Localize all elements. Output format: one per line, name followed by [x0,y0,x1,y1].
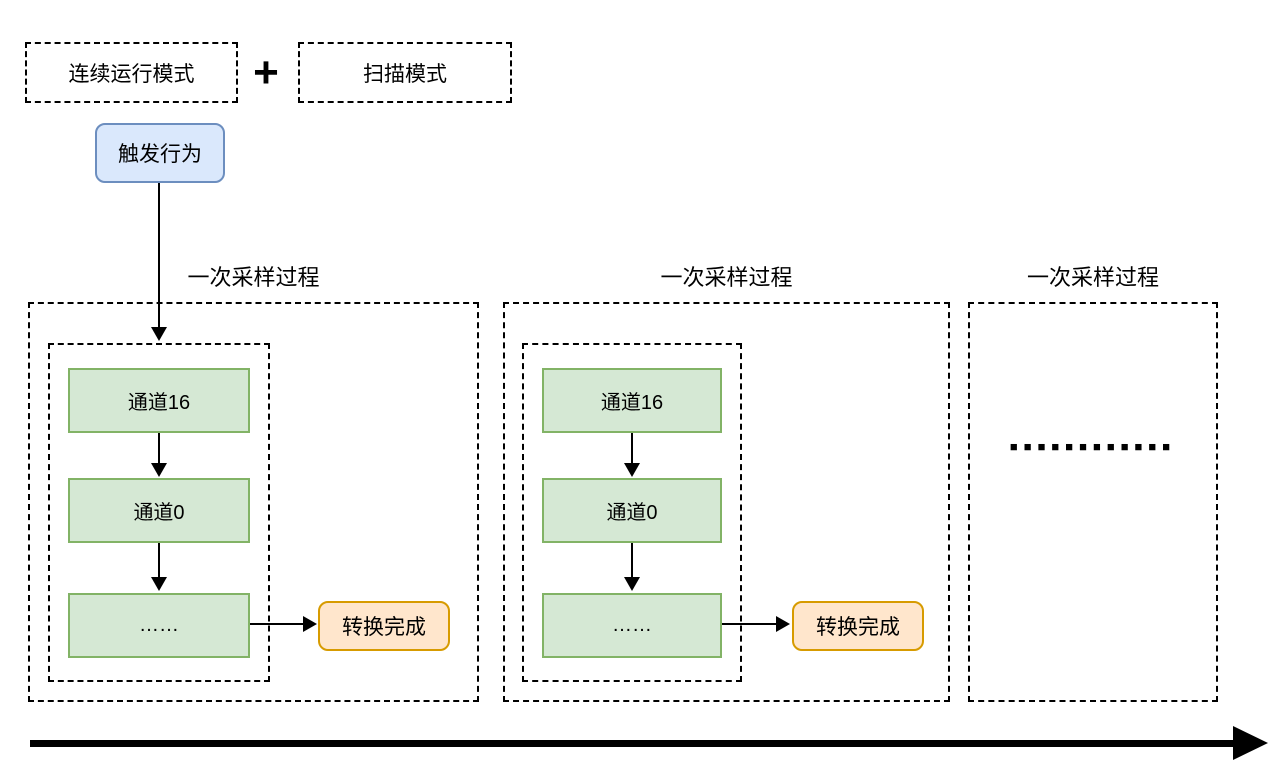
ellipsis-dots: ■■■■■■■■■■■■ [1009,439,1177,454]
trigger-arrow-line [158,183,160,328]
right-arrow-head-icon [303,616,317,632]
channel-box-16: 通道16 [68,368,250,433]
trigger-box: 触发行为 [95,123,225,183]
right-arrow-head-icon [776,616,790,632]
mode-box-scan-label: 扫描模式 [363,62,447,86]
process-outer-box [968,302,1218,702]
right-arrow-line [250,623,304,625]
timeline-arrow-line [30,740,1234,747]
trigger-box-label: 触发行为 [118,143,202,166]
process-outer-box [28,302,479,702]
conversion-done-box: 转换完成 [318,601,450,651]
channel-box-more: …… [68,593,250,658]
block-title: 一次采样过程 [660,265,793,290]
down-arrow-head-icon [624,577,640,591]
channel-box-0: 通道0 [68,478,250,543]
down-arrow-line [631,543,633,578]
right-arrow-line [722,623,777,625]
channel-box-0: 通道0 [542,478,722,543]
process-outer-box [503,302,950,702]
conversion-done-box: 转换完成 [792,601,924,651]
mode-box-continuous-label: 连续运行模式 [68,62,195,86]
block-title: 一次采样过程 [1026,265,1159,290]
channel-box-more: …… [542,593,722,658]
channel-group-box [522,343,742,682]
block-title: 一次采样过程 [187,265,320,290]
trigger-arrow-head-icon [151,327,167,341]
channel-box-16: 通道16 [542,368,722,433]
plus-icon: + [253,47,279,97]
timeline-arrow-head-icon [1233,726,1268,760]
down-arrow-head-icon [624,463,640,477]
channel-group-box [48,343,270,682]
down-arrow-head-icon [151,577,167,591]
down-arrow-line [631,433,633,464]
down-arrow-line [158,543,160,578]
mode-box-continuous: 连续运行模式 [25,42,238,103]
down-arrow-line [158,433,160,464]
mode-box-scan: 扫描模式 [298,42,512,103]
down-arrow-head-icon [151,463,167,477]
